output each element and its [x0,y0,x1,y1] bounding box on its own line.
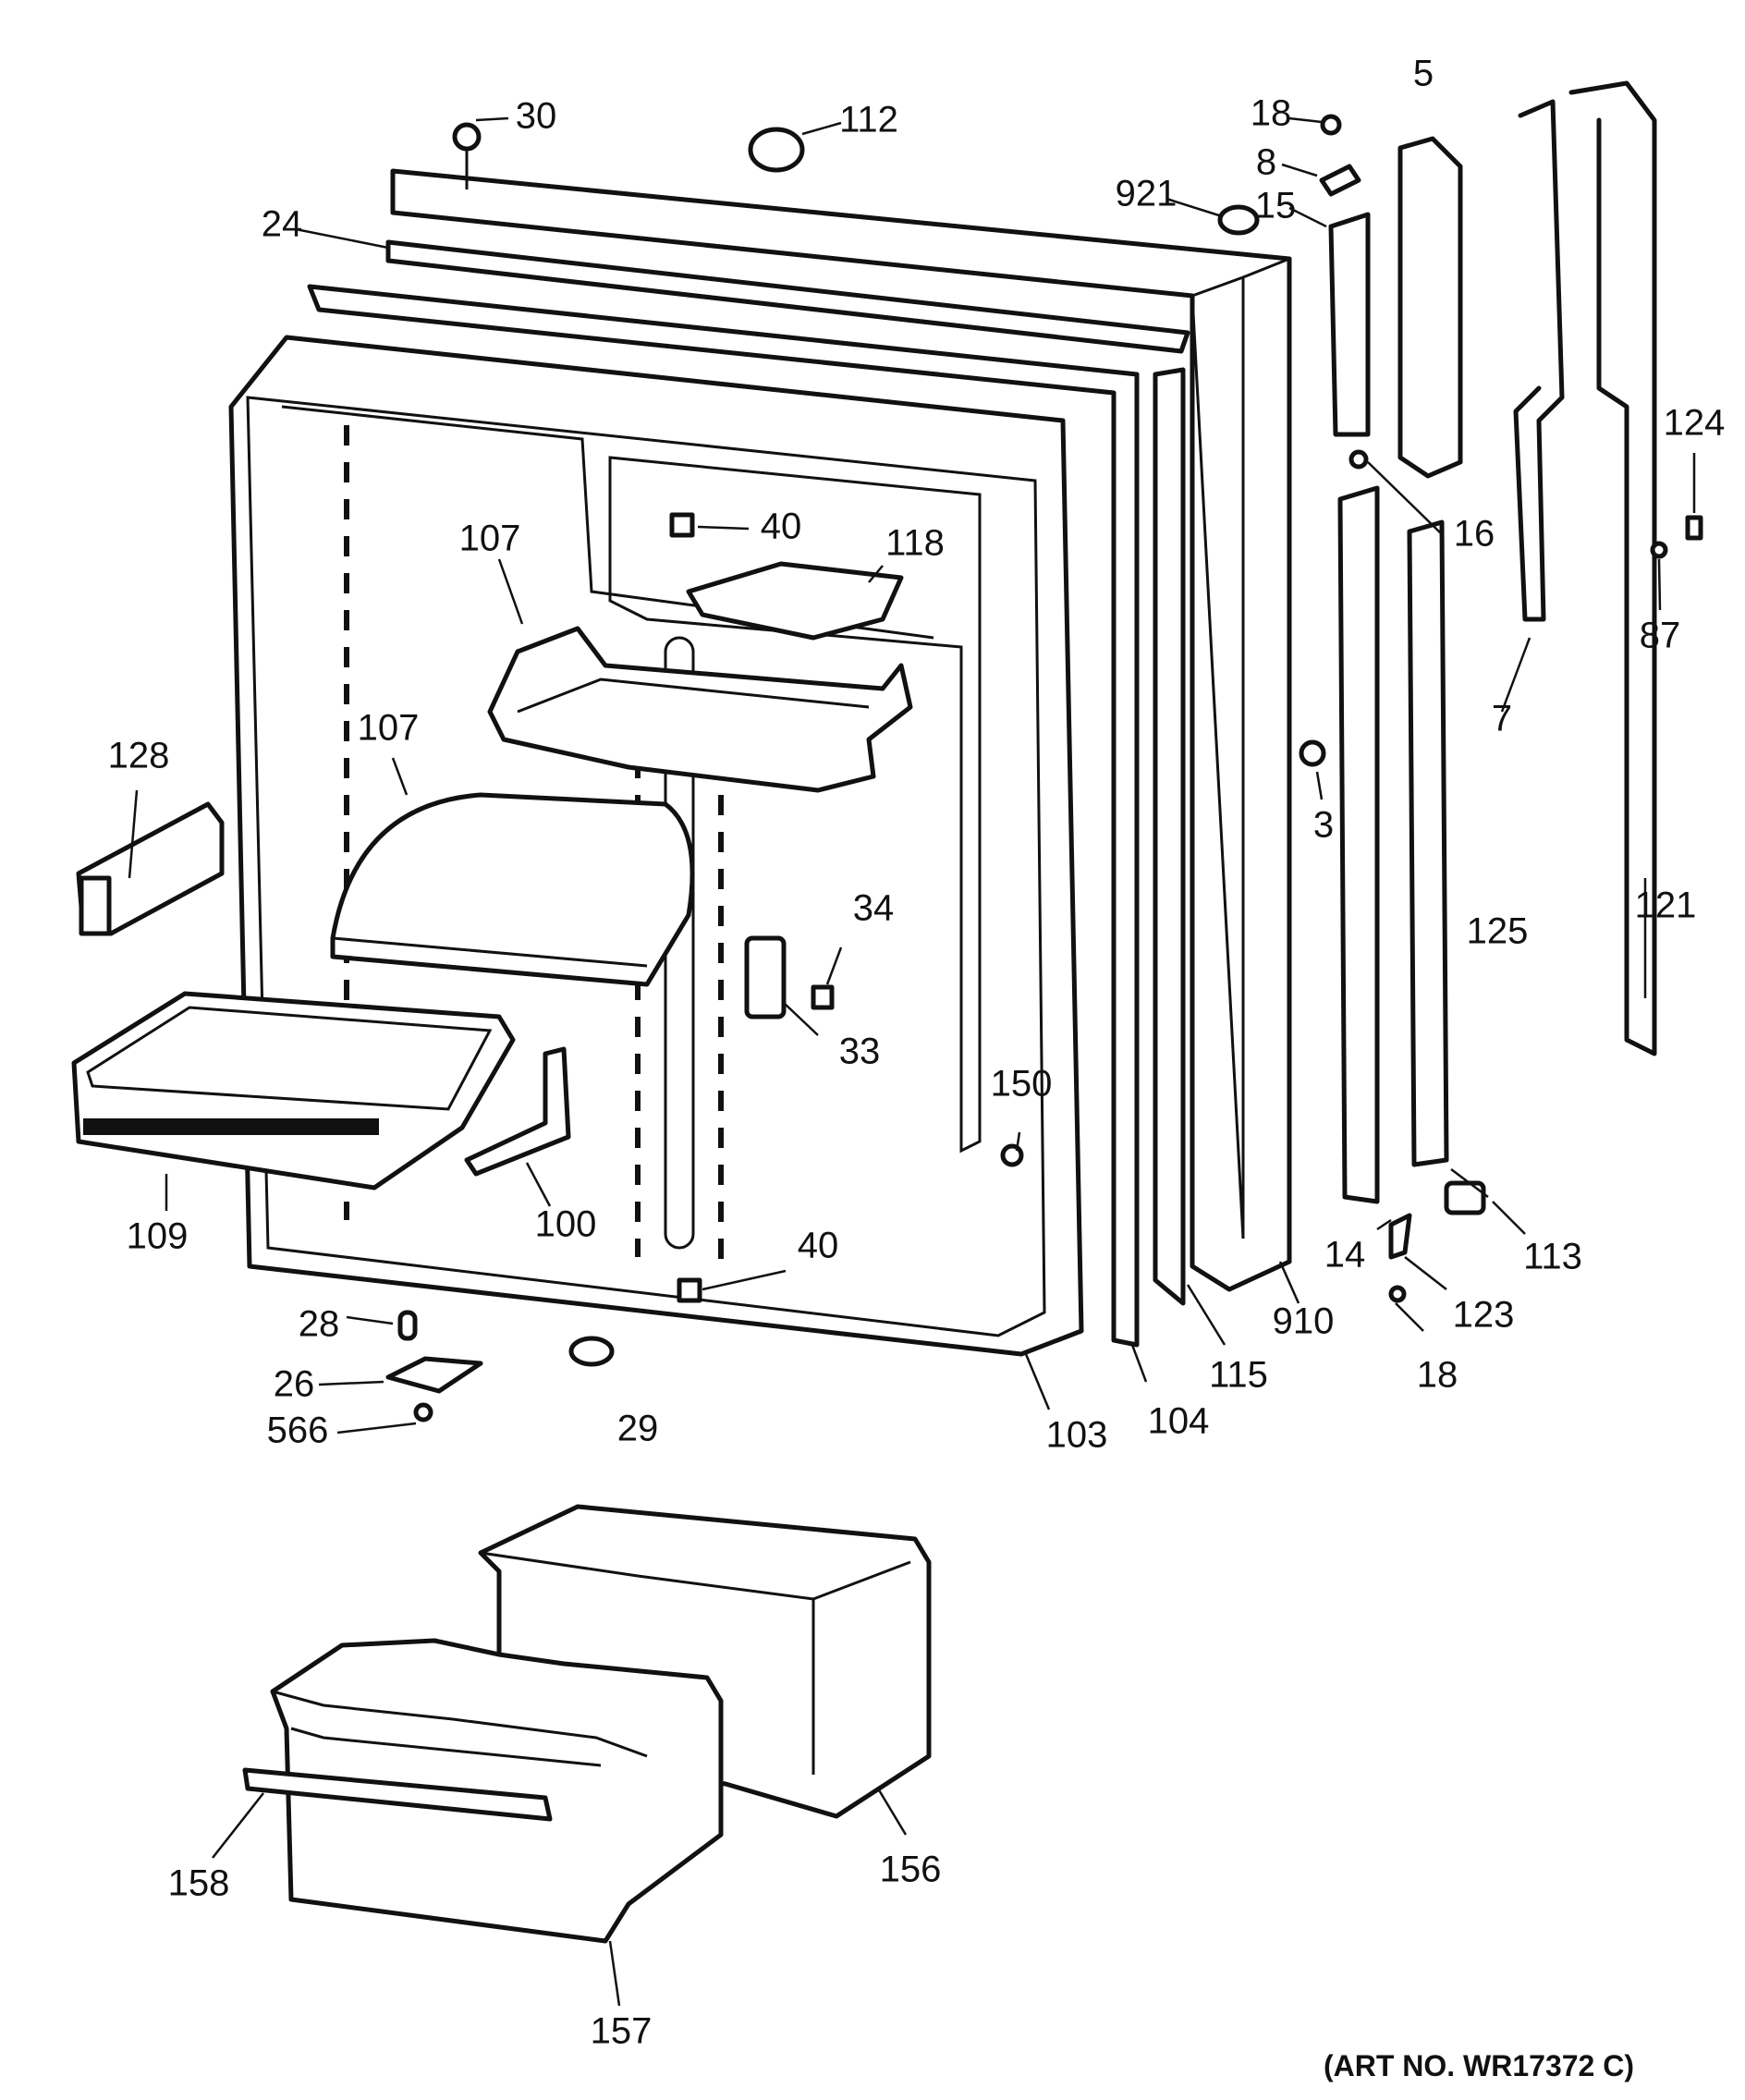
label-128: 128 [108,736,170,776]
label-115: 115 [1209,1355,1268,1396]
label-5: 5 [1413,54,1434,94]
label-87: 87 [1640,616,1681,656]
label-15: 15 [1255,186,1297,226]
door-handle-end [76,801,225,936]
label-103: 103 [1046,1415,1108,1456]
label-3: 3 [1313,805,1334,846]
label-104: 104 [1148,1401,1210,1442]
shelf-bracket [464,1046,571,1177]
label-40-lower: 40 [798,1226,839,1266]
label-157: 157 [591,2011,653,2052]
leader-lines [128,116,1696,2007]
label-34: 34 [853,888,895,929]
label-150: 150 [991,1064,1053,1105]
label-28: 28 [299,1304,340,1345]
label-107-lower: 107 [358,708,420,749]
label-112: 112 [839,100,898,140]
label-109: 109 [127,1216,189,1257]
door-stop [744,935,835,1019]
label-100: 100 [535,1204,597,1245]
label-121: 121 [1635,885,1697,926]
label-118: 118 [885,523,945,564]
crisper-pan [270,1638,724,1944]
outer-door-panel [390,168,1292,1292]
crisper-lid-small [686,561,904,641]
small-hardware [385,122,1326,1422]
art-number: (ART NO. WR17372 C) [1323,2049,1634,2082]
label-8: 8 [1256,142,1276,183]
label-18-top: 18 [1251,93,1292,134]
storage-bin [71,991,516,1190]
label-14: 14 [1324,1235,1366,1276]
label-107-upper: 107 [459,519,521,559]
label-7: 7 [1492,699,1512,739]
label-33: 33 [839,1032,881,1072]
label-26: 26 [274,1364,315,1405]
label-24: 24 [262,204,303,245]
label-910: 910 [1273,1301,1335,1342]
door-shelf-upper [487,626,913,793]
label-113: 113 [1523,1237,1582,1277]
label-29: 29 [617,1409,659,1449]
label-30: 30 [516,96,557,137]
label-40-upper: 40 [761,507,802,547]
door-cap-rail [385,239,1190,354]
dairy-bin [330,792,695,987]
label-125: 125 [1467,911,1529,952]
crisper-handle [242,1767,553,1822]
label-921: 921 [1116,174,1178,214]
label-566: 566 [267,1410,329,1451]
label-156: 156 [880,1850,942,1890]
label-158: 158 [168,1863,230,1904]
label-123: 123 [1453,1295,1515,1336]
label-16: 16 [1454,514,1495,555]
door-gasket [307,284,1186,1348]
label-18-bottom: 18 [1417,1355,1458,1396]
hinge-hardware [1319,80,1703,1303]
part-number-labels: 30 112 18 5 8 921 15 24 124 40 16 107 11… [108,54,1726,2052]
label-124: 124 [1664,403,1726,444]
